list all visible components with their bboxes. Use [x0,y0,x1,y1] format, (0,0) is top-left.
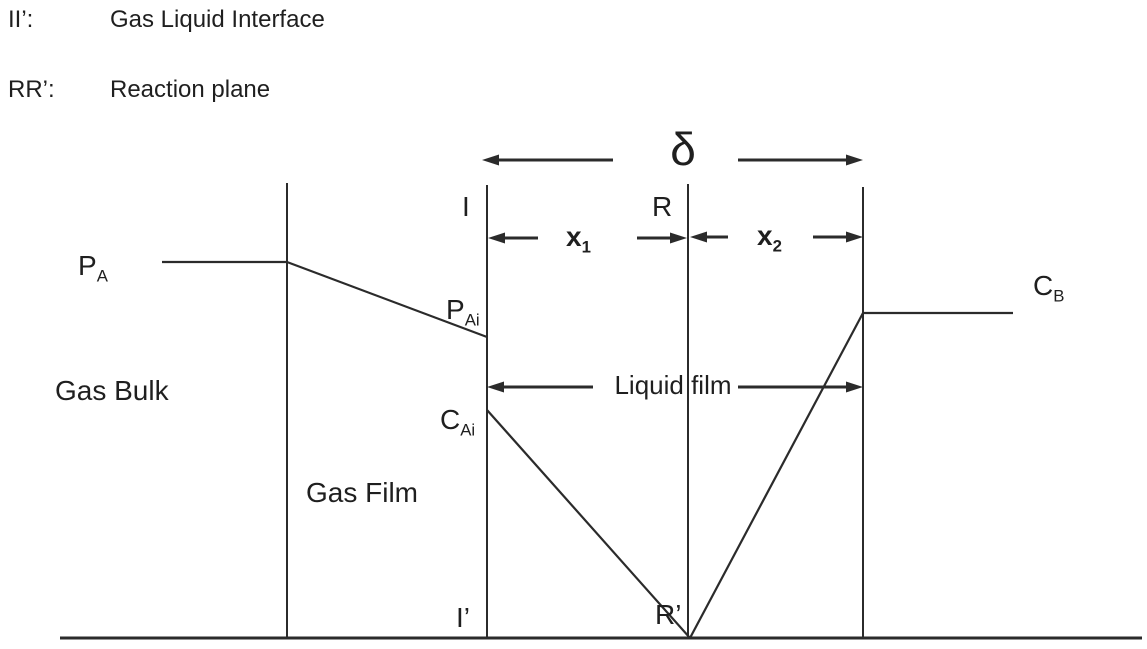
reaction-top-label: R [652,191,673,222]
reaction-bottom-label: R’ [655,599,682,630]
cai-subscript: Ai [460,420,476,440]
legend-value-interface: Gas Liquid Interface [110,6,325,33]
pa-bulk-pressure-label: PA [78,250,108,285]
pai-interface-pressure-label: PAi [446,294,480,329]
legend-key-interface: II’: [8,6,34,33]
pa-base: P [78,250,97,281]
cb-base: C [1033,270,1054,301]
liquid-film-region-label: Liquid film [614,370,732,400]
gas-film-region-label: Gas Film [306,477,418,508]
cb-bulk-concentration-label: CB [1033,270,1064,305]
x1-distance-label: x1 [566,221,591,256]
legend-key-reaction-plane: RR’: [8,76,55,103]
legend-value-reaction-plane: Reaction plane [110,76,271,103]
x1-arrow-right [637,232,687,244]
interface-bottom-label: I’ [456,602,470,633]
pai-base: P [446,294,465,325]
arrowhead-right-icon [846,381,863,393]
ca-liquid-gradient-line [486,409,691,639]
liquid-film-arrow-right [738,381,863,393]
pai-subscript: Ai [464,310,480,330]
x1-subscript: 1 [581,237,591,257]
delta-width-label: δ [670,123,696,175]
x2-subscript: 2 [772,236,782,256]
arrowhead-left-icon [487,381,504,393]
delta-arrow-right [738,154,863,166]
liquid-film-arrow-left [487,381,593,393]
arrowhead-left-icon [690,231,707,243]
x1-arrow-left [488,232,538,244]
x2-arrow-left [690,231,728,243]
x2-distance-label: x2 [757,220,782,255]
cai-base: C [440,404,461,435]
arrowhead-right-icon [846,154,863,166]
cb-liquid-gradient-line [689,312,864,639]
arrowhead-right-icon [846,231,863,243]
x1-base: x [566,221,582,252]
x2-base: x [757,220,773,251]
pa-gas-film-gradient-line [286,260,488,339]
arrowhead-left-icon [482,154,499,166]
delta-arrow-left [482,154,613,166]
x2-arrow-right [813,231,863,243]
arrowhead-right-icon [670,232,687,244]
interface-top-label: I [462,191,470,222]
gas-bulk-region-label: Gas Bulk [55,375,169,406]
arrowhead-left-icon [488,232,505,244]
pa-subscript: A [96,266,108,286]
cb-subscript: B [1053,286,1065,306]
cai-interface-concentration-label: CAi [440,404,475,439]
